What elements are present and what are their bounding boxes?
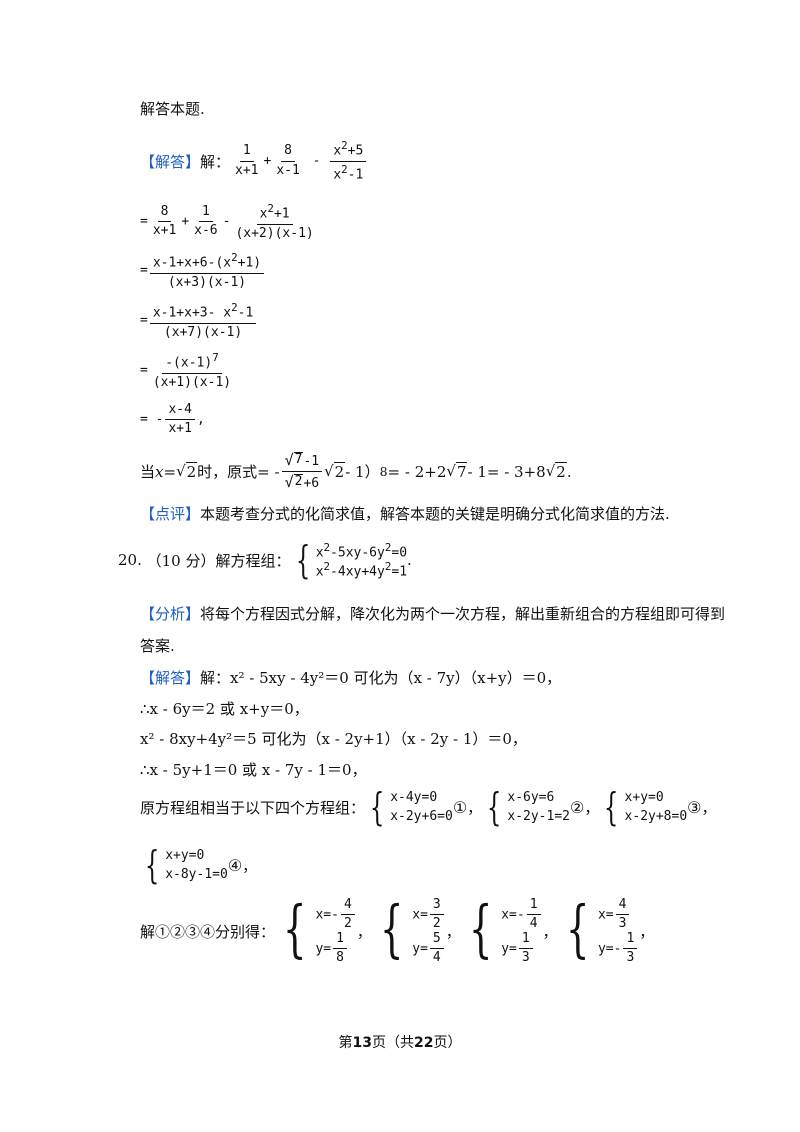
footer-total-pages: 22 [414, 1035, 434, 1051]
page-footer: 第13页（共22页） [0, 1032, 800, 1052]
jie-label: 解： [200, 152, 231, 171]
intro-text: 解答本题. [140, 100, 205, 118]
solution-line-4: ∴x - 5y+1＝0 或 x - 7y - 1＝0， [140, 761, 367, 779]
footer-mid: 页（共 [372, 1035, 414, 1051]
step-5: =-(x-1)7(x+1)(x-1) [140, 351, 232, 390]
equiv-text: 原方程组相当于以下四个方程组： [140, 798, 366, 817]
step-4: =x-1+x+3- x2-1(x+7)(x-1) [140, 302, 258, 340]
footer-post: 页） [433, 1035, 462, 1051]
comment-line: 【点评】本题考查分式的化简求值，解答本题的关键是明确分式化简求值的方法. [140, 503, 670, 524]
fenxi-text-1: 将每个方程因式分解，降次化为两个一次方程，解出重新组合的方程组即可得到 [200, 605, 726, 623]
tag-jieda: 【解答】 [140, 152, 201, 171]
q20-label: 20. [118, 551, 142, 570]
q20-score: （10 分）解方程组： [146, 551, 291, 570]
solution-line-1: 【解答】解：x² - 5xy - 4y²＝0 可化为（x - 7y）（x+y）＝… [140, 667, 561, 688]
solve-text: 解①②③④分别得： [140, 923, 276, 942]
solution-line-3: x² - 8xy+4y²＝5 可化为（x - 2y+1）（x - 2y - 1）… [140, 730, 527, 748]
jie-label-2: 解： [200, 669, 231, 687]
solution-line-2: ∴x - 6y＝2 或 x+y＝0， [140, 700, 309, 718]
tag-dianping: 【点评】 [140, 505, 201, 523]
tag-fenxi: 【分析】 [140, 605, 201, 623]
footer-pre: 第 [338, 1035, 353, 1051]
fenxi-text-2: 答案. [140, 637, 175, 655]
analysis-line-1: 【分析】将每个方程因式分解，降次化为两个一次方程，解出重新组合的方程组即可得到 [140, 603, 725, 624]
footer-page-number: 13 [352, 1035, 372, 1051]
tag-jieda-2: 【解答】 [140, 669, 201, 687]
sol-line-1-text: x² - 5xy - 4y²＝0 可化为（x - 7y）（x+y）＝0， [230, 669, 562, 687]
step-3: =x-1+x+6-(x2+1)(x+3)(x-1) [140, 252, 266, 290]
dianping-text: 本题考查分式的化简求值，解答本题的关键是明确分式化简求值的方法. [200, 505, 670, 523]
